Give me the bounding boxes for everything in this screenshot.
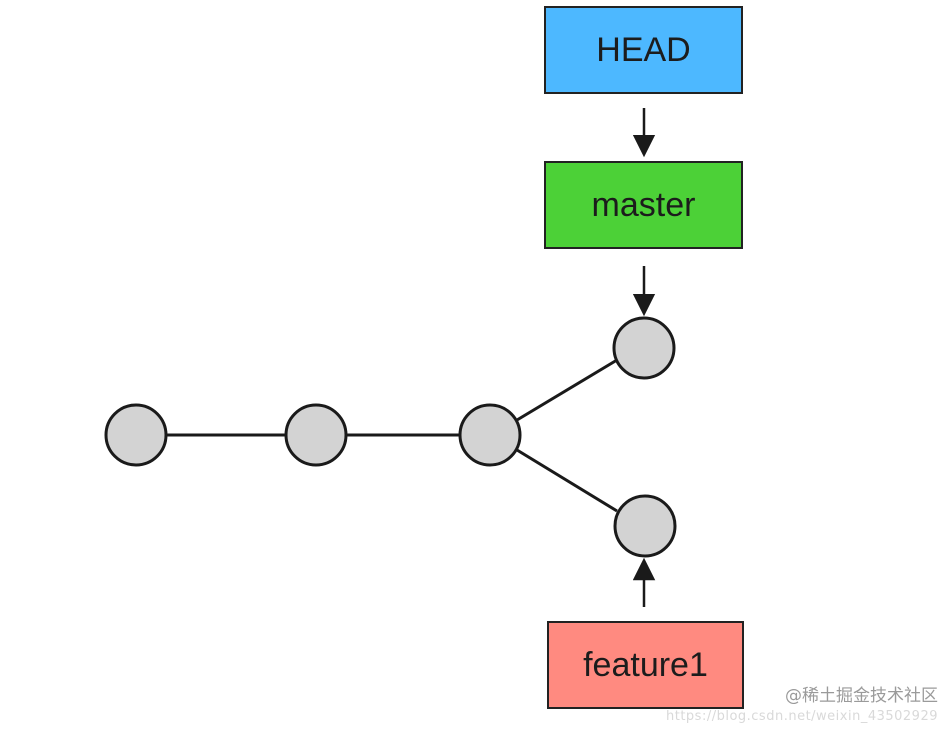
watermark-brand: @稀土掘金技术社区 bbox=[785, 686, 938, 706]
head-ref-box: HEAD bbox=[544, 6, 743, 94]
commit-node-master-tip bbox=[612, 316, 676, 380]
master-branch-label: master bbox=[591, 185, 696, 224]
commit-node-3 bbox=[458, 403, 522, 467]
commit-edges bbox=[167, 358, 618, 513]
master-branch-box: master bbox=[544, 161, 743, 249]
edge-c3-master-tip bbox=[516, 358, 618, 422]
commit-nodes bbox=[104, 316, 677, 558]
commit-node-1 bbox=[104, 403, 168, 467]
commit-node-2 bbox=[284, 403, 348, 467]
commit-node-feature-tip bbox=[613, 494, 677, 558]
watermark-url: https://blog.csdn.net/weixin_43502929 bbox=[665, 709, 938, 724]
edge-c3-feature-tip bbox=[516, 448, 618, 513]
feature1-branch-label: feature1 bbox=[583, 645, 708, 684]
head-ref-label: HEAD bbox=[596, 30, 691, 69]
feature1-branch-box: feature1 bbox=[547, 621, 744, 709]
